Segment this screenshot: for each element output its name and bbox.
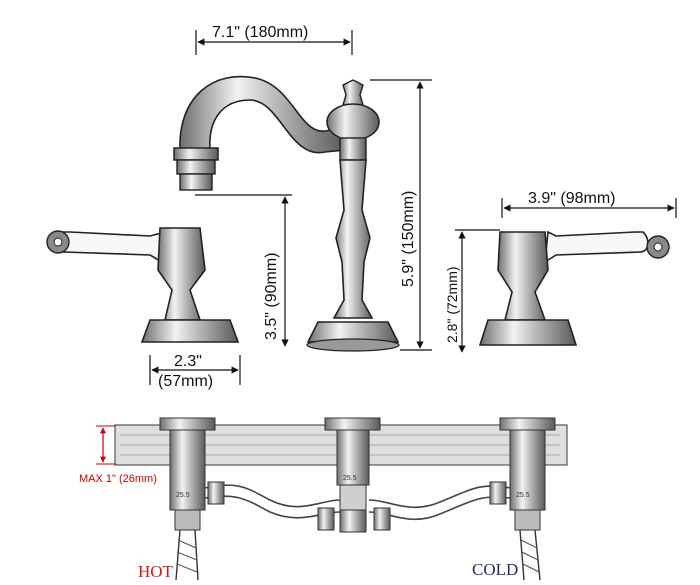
spout-faucet — [173, 75, 400, 352]
hot-label: HOT — [138, 562, 174, 581]
installation-diagram: 25.5 25.5 25.5 — [79, 417, 568, 581]
right-handle-valve — [478, 230, 670, 346]
cold-label: COLD — [472, 560, 518, 579]
dim-spout-reach: 7.1" (180mm) — [212, 24, 308, 41]
dim-spout-height: 3.5" (90mm) — [263, 253, 280, 340]
dim-base-width-mm: (57mm) — [158, 373, 213, 390]
dim-handle-height: 2.8" (72mm) — [444, 266, 460, 343]
left-handle-valve — [46, 227, 240, 343]
spout-column — [332, 159, 374, 319]
cold-supply-line — [519, 529, 541, 581]
nut-label-left: 25.5 — [176, 492, 190, 499]
dim-handle-length: 3.9" (98mm) — [528, 190, 615, 207]
spout-aerator — [173, 147, 219, 161]
left-lever — [56, 230, 166, 264]
dim-base-width-in: 2.3" — [174, 353, 202, 370]
right-lever — [544, 230, 649, 264]
hot-supply-line — [175, 529, 199, 581]
nut-label-center: 25.5 — [343, 475, 357, 482]
nut-label-right: 25.5 — [516, 492, 530, 499]
spout-base — [306, 321, 400, 343]
max-thickness-label: MAX 1" (26mm) — [79, 473, 157, 485]
spout-finial — [341, 79, 365, 109]
dim-total-height: 5.9" (150mm) — [400, 191, 417, 287]
spout-arc — [179, 75, 346, 154]
